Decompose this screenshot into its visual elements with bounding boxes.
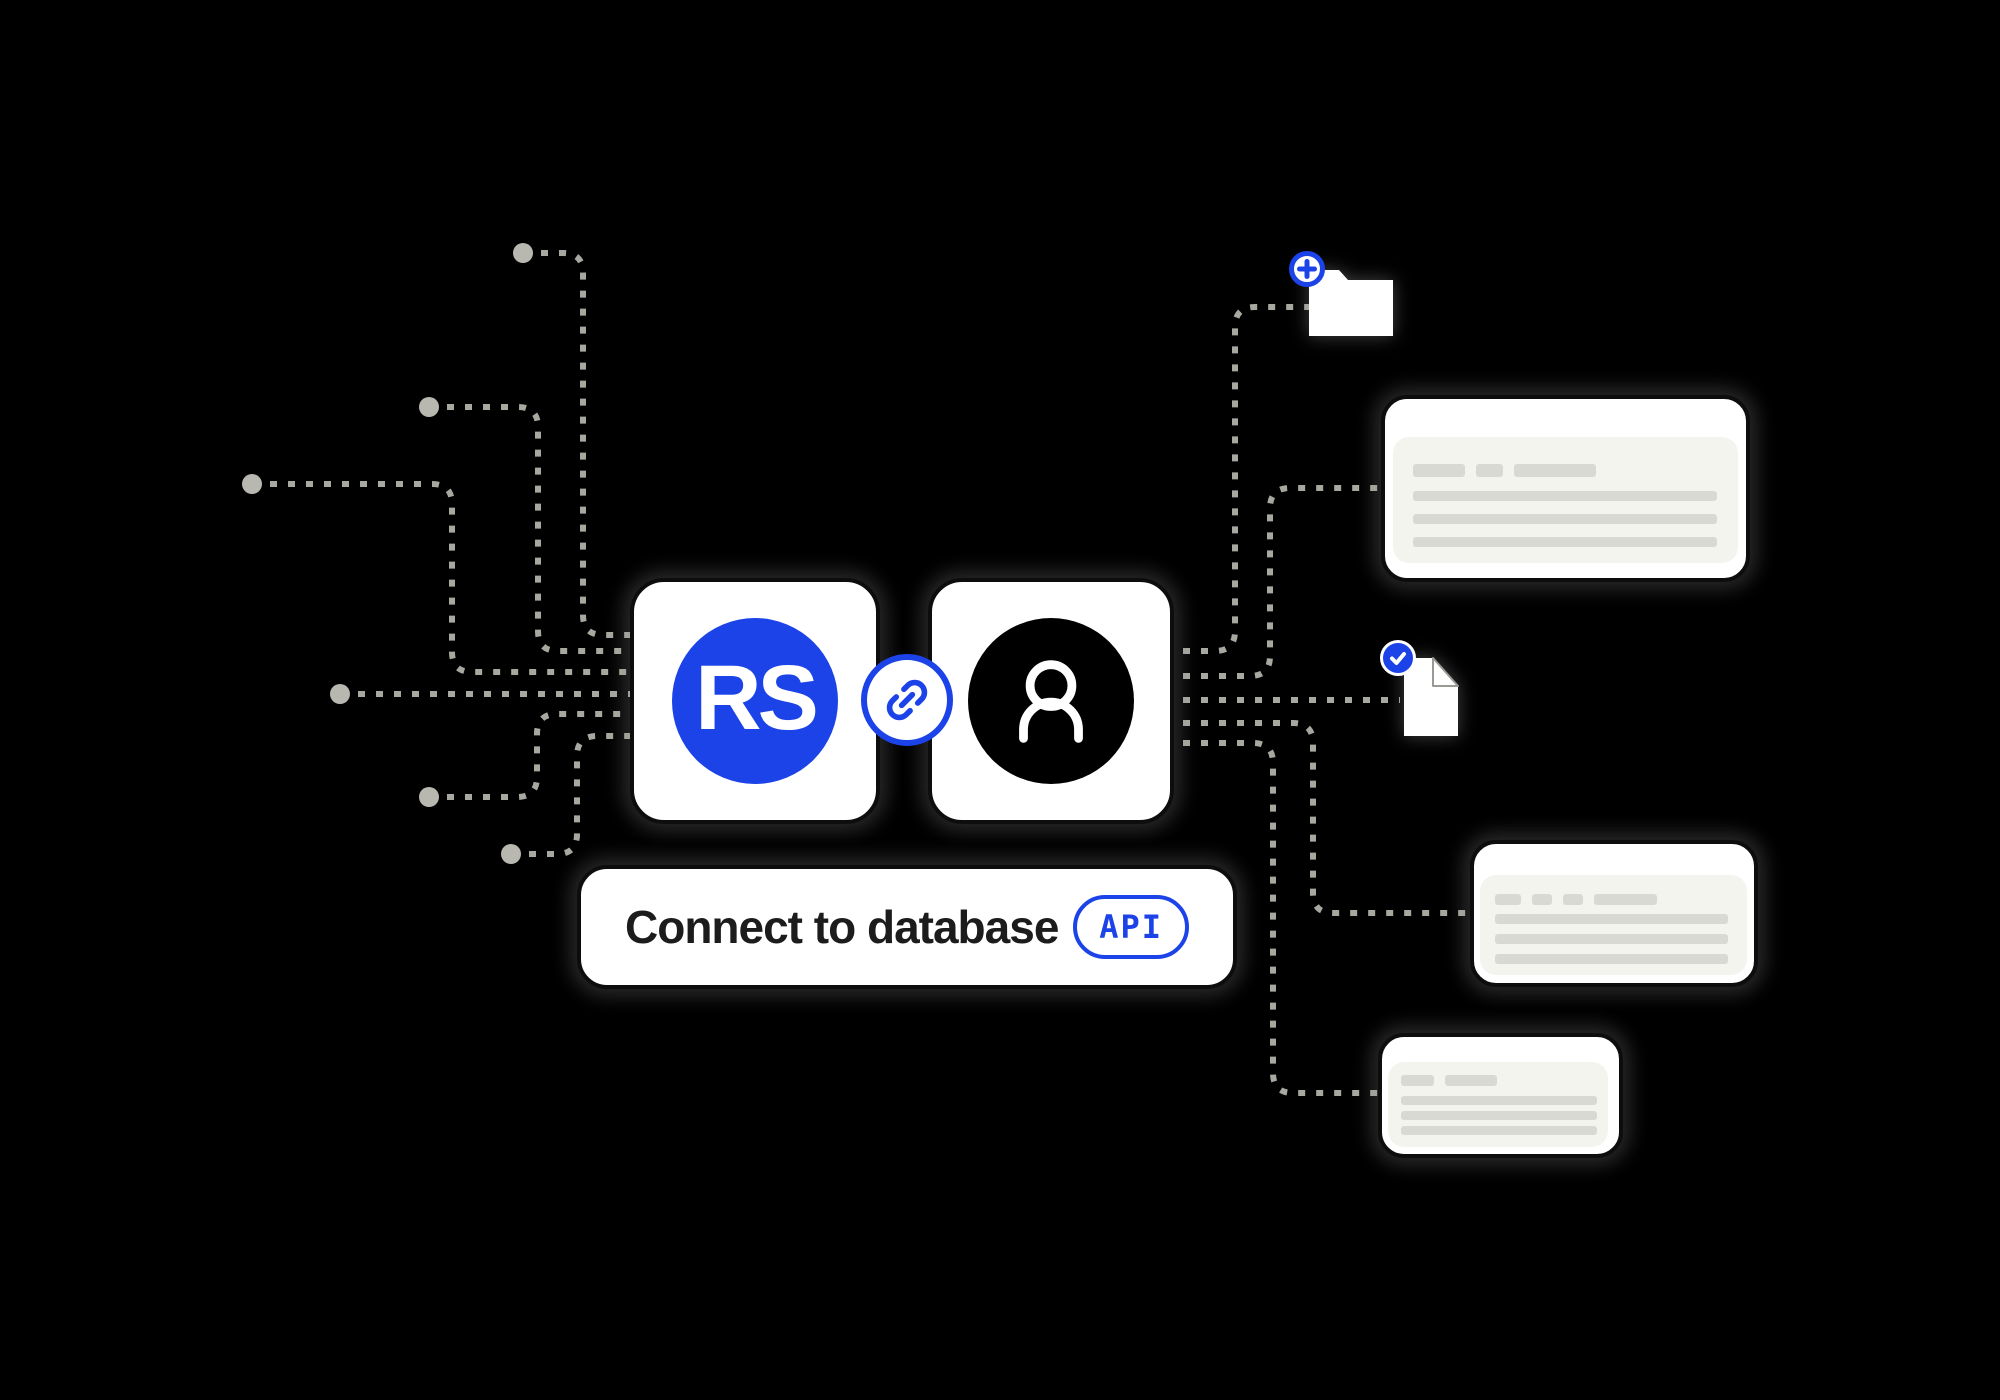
connect-bar-label: Connect to database: [625, 901, 1059, 953]
api-badge-label: API: [1099, 908, 1163, 946]
connector-dot-6: [501, 844, 521, 864]
connector-left-1: [523, 250, 660, 638]
skeleton-line: [1413, 514, 1717, 524]
skeleton-tag: [1445, 1075, 1497, 1086]
skeleton-line: [1495, 934, 1728, 944]
rs-logo-text: RS: [695, 647, 819, 749]
result-card-bottom: [1378, 1033, 1623, 1158]
skeleton-tag: [1476, 464, 1503, 477]
result-card-bottom-content: [1388, 1062, 1608, 1147]
result-card-top: [1381, 395, 1750, 582]
skeleton-line: [1495, 914, 1728, 924]
result-card-middle: [1470, 840, 1758, 987]
skeleton-tag: [1514, 464, 1596, 477]
skeleton-tag-row: [1495, 894, 1732, 905]
user-card: [928, 578, 1174, 824]
connector-dot-3: [242, 474, 262, 494]
connector-dot-1: [513, 243, 533, 263]
skeleton-tag: [1532, 894, 1552, 905]
skeleton-line: [1495, 954, 1728, 964]
connector-to-folder: [1165, 304, 1320, 654]
skeleton-line: [1413, 491, 1717, 501]
skeleton-tag-row: [1401, 1075, 1595, 1086]
link-icon: [886, 679, 928, 721]
rs-logo-card: RS: [630, 578, 880, 824]
skeleton-tag: [1401, 1075, 1434, 1086]
api-badge[interactable]: API: [1073, 895, 1189, 959]
skeleton-line: [1401, 1096, 1597, 1105]
skeleton-tag: [1594, 894, 1657, 905]
skeleton-tag: [1495, 894, 1521, 905]
connector-left-3: [252, 481, 660, 675]
connect-to-database-button[interactable]: Connect to database API: [577, 865, 1237, 989]
skeleton-line: [1401, 1126, 1597, 1135]
verified-document-item: [1378, 636, 1482, 742]
skeleton-line: [1401, 1111, 1597, 1120]
connector-left-5: [429, 711, 660, 800]
connector-dot-5: [419, 787, 439, 807]
new-folder-item: [1289, 251, 1405, 349]
connector-dot-2: [419, 397, 439, 417]
skeleton-tag: [1563, 894, 1583, 905]
rs-logo-disc: RS: [672, 618, 838, 784]
document-icon: [1404, 657, 1459, 736]
connector-left-2: [429, 404, 660, 654]
plus-badge-icon: [1289, 251, 1325, 287]
result-card-middle-content: [1480, 875, 1747, 975]
skeleton-tag: [1413, 464, 1465, 477]
user-icon: [1019, 660, 1083, 743]
connector-to-middle-card: [1165, 720, 1480, 916]
result-card-top-content: [1393, 437, 1738, 563]
connector-to-top-card: [1165, 485, 1395, 679]
skeleton-tag-row: [1413, 464, 1718, 477]
link-badge: [861, 654, 953, 746]
folder-icon: [1309, 270, 1393, 336]
skeleton-line: [1413, 537, 1717, 547]
connector-left-6: [511, 733, 660, 857]
check-badge-icon: [1380, 640, 1416, 676]
connector-to-bottom-card: [1165, 740, 1390, 1096]
connector-dot-4: [330, 684, 350, 704]
user-disc: [968, 618, 1134, 784]
